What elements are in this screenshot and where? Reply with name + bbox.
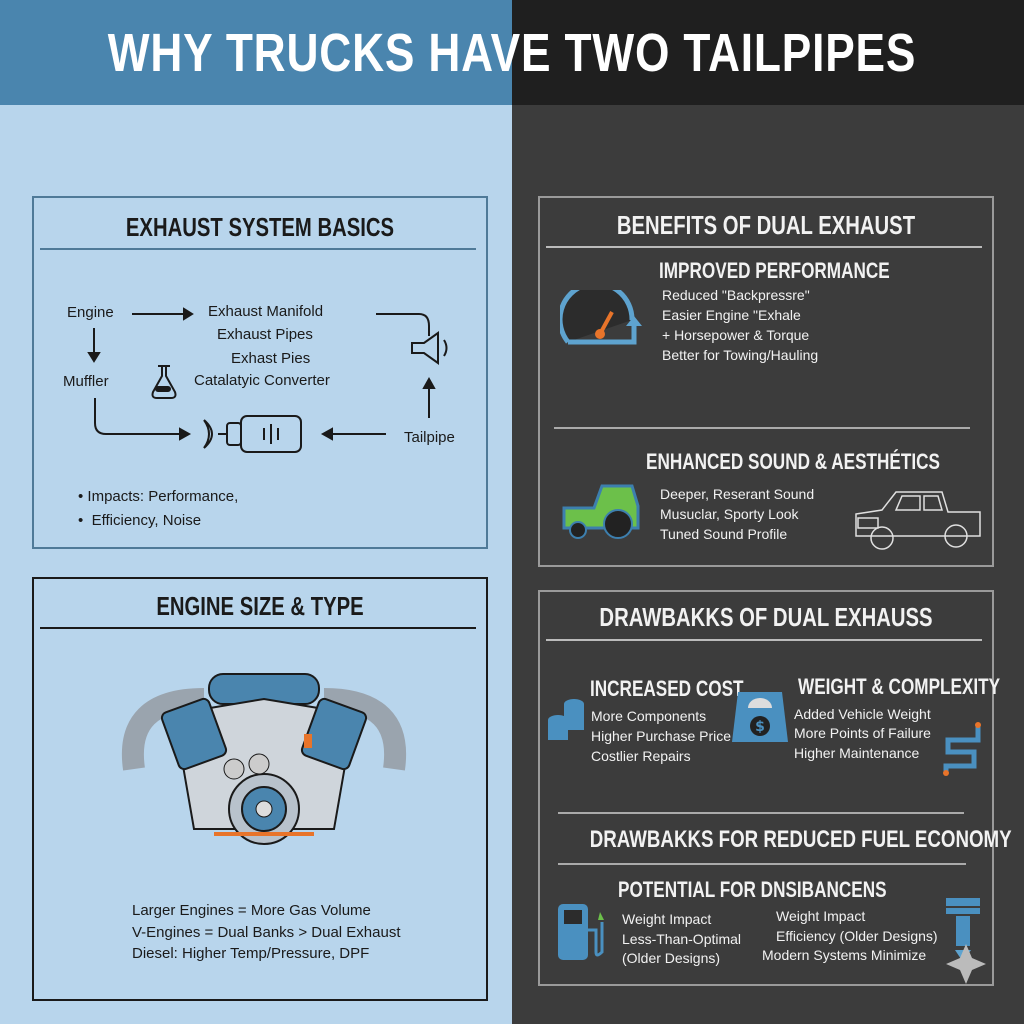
divider — [558, 863, 966, 865]
flow-catalytic: Catalatyic Converter — [194, 372, 330, 389]
fuel-economy-heading: DRAWBAKKS FOR REDUCED FUEL ECONOMY — [589, 826, 1012, 853]
divider — [546, 639, 982, 641]
performance-heading: IMPROVED PERFORMANCE — [659, 258, 890, 283]
monster-truck-icon — [562, 484, 640, 539]
cost-line: More Components — [591, 708, 707, 724]
left-panel — [0, 0, 512, 1024]
weight-line: Added Vehicle Weight — [794, 706, 931, 722]
drawbacks-card: DRAWBAKKS OF DUAL EXHAUSS INCREASED COST… — [538, 590, 1012, 986]
page-title: WHY TRUCKS HAVE TWO TAILPIPES — [107, 23, 917, 83]
fuel-pump-icon — [558, 904, 604, 960]
flow-pipes: Exhaust Pipes — [217, 326, 313, 343]
flow-engine: Engine — [67, 304, 114, 321]
flow-manifold: Exhaust Manifold — [208, 303, 324, 320]
divider — [558, 812, 964, 814]
exhaust-down-icon — [946, 898, 986, 984]
flow-arrows — [87, 307, 448, 453]
engine-line: Larger Engines = More Gas Volume — [132, 902, 371, 919]
svg-text:$: $ — [755, 719, 765, 735]
sound-line: Deeper, Reserant Sound — [660, 486, 815, 502]
potential-right-line: Modern Systems Minimize — [762, 947, 927, 963]
bullet-text: Impacts: Performance, — [87, 488, 239, 505]
exhaust-basics-heading: EXHAUST SYSTEM BASICS — [125, 212, 395, 242]
potential-right-line: Weight Impact — [776, 908, 866, 924]
potential-left-line: Less-Than-Optimal — [622, 931, 742, 947]
benefits-card: BENEFITS OF DUAL EXHAUST IMPROVED PERFOR… — [538, 196, 994, 567]
divider — [546, 246, 982, 248]
weight-line: Higher Maintenance — [794, 745, 920, 761]
flow-tailpipe: Tailpipe — [404, 429, 455, 446]
weight-heading: WEIGHT & COMPLEXITY — [798, 674, 1001, 699]
exhaust-basics-card: EXHAUST SYSTEM BASICS Engine Exhaust Man… — [32, 196, 488, 549]
sound-line: Musuclar, Sporty Look — [660, 506, 799, 522]
scale-money-icon: $ — [732, 692, 788, 742]
divider — [40, 248, 476, 250]
potential-left-line: (Older Designs) — [622, 950, 721, 966]
drawbacks-heading: DRAWBAKKS OF DUAL EXHAUSS — [599, 602, 933, 632]
header-left — [0, 0, 512, 105]
sound-line: Tuned Sound Profile — [660, 526, 788, 542]
potential-right-line: Efficiency (Older Designs) — [776, 928, 938, 944]
divider — [554, 427, 970, 429]
flow-muffler: Muffler — [63, 373, 109, 390]
flow-pies: Exhast Pies — [231, 350, 311, 367]
performance-line: Easier Engine "Exhale — [662, 307, 801, 323]
engine-illustration — [121, 673, 407, 845]
sound-heading: ENHANCED SOUND & AESTHÉTICS — [646, 449, 940, 474]
divider — [40, 627, 476, 629]
engine-size-heading: ENGINE SIZE & TYPE — [156, 591, 364, 621]
cost-line: Higher Purchase Price — [591, 728, 732, 744]
engine-line: Diesel: Higher Temp/Pressure, DPF — [132, 945, 370, 962]
coins-icon — [548, 699, 584, 740]
performance-line: Better for Towing/Hauling — [662, 347, 819, 363]
weight-line: More Points of Failure — [794, 725, 931, 741]
cost-line: Costlier Repairs — [591, 748, 691, 764]
engine-size-card: ENGINE SIZE & TYPE Larger Engines = More… — [32, 577, 488, 1001]
header-right — [512, 0, 1024, 105]
cost-heading: INCREASED COST — [590, 676, 744, 701]
bullet: • Efficiency, Noise — [78, 512, 202, 529]
bullet-text: Efficiency, Noise — [91, 512, 202, 529]
potential-heading: POTENTIAL FOR DNSIBANCENS — [618, 877, 887, 902]
pickup-truck-icon — [855, 491, 981, 550]
bullet: • Impacts: Performance, — [78, 488, 239, 505]
engine-line: V-Engines = Dual Banks > Dual Exhaust — [132, 924, 401, 941]
benefits-heading: BENEFITS OF DUAL EXHAUST — [616, 210, 916, 240]
performance-line: Reduced "Backpressre" — [662, 287, 810, 303]
potential-left-line: Weight Impact — [622, 911, 712, 927]
performance-line: + Horsepower & Torque — [662, 327, 810, 343]
pipes-icon — [943, 722, 981, 776]
speedometer-icon — [560, 290, 642, 345]
